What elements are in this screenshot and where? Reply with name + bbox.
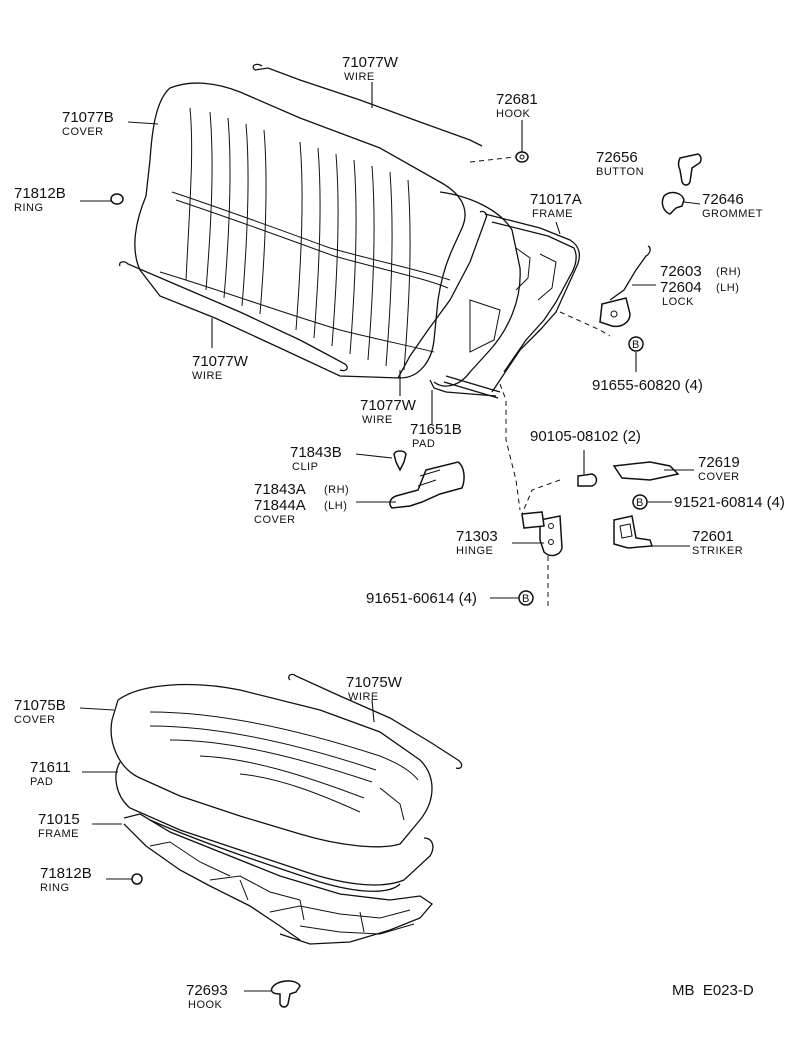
bolt-marker-b-91521: B <box>632 494 648 510</box>
label-part-frame-71015: 71015 <box>38 811 80 828</box>
label-part-cover-lh: 71844A <box>254 497 306 514</box>
label-part-lock-rh: 72603 <box>660 263 702 280</box>
label-part-cover-71077b: 71077B <box>62 109 114 126</box>
seat-cushion-cover-71075b <box>110 683 433 848</box>
label-part-wire-71075w: 71075W <box>346 674 403 691</box>
label-name-button-72656: BUTTON <box>596 166 644 178</box>
label-name-clip-71843b: CLIP <box>292 461 318 473</box>
label-part-cover-rh: 71843A <box>254 481 306 498</box>
label-name-wire-top: WIRE <box>344 71 375 83</box>
seat-back-cover-71077b <box>134 82 466 379</box>
label-part-bolt-91521: 91521-60814 (4) <box>674 494 785 511</box>
label-part-wire-left: 71077W <box>192 353 249 370</box>
grommet-72646 <box>661 191 701 215</box>
label-part-wire-top: 71077W <box>342 54 399 71</box>
seat-cushion-pad-71611 <box>115 761 434 892</box>
button-72656 <box>677 153 702 186</box>
label-name-ring-upper: RING <box>14 202 44 214</box>
label-name-hook-72693: HOOK <box>188 999 223 1011</box>
clip-71843b <box>393 450 407 472</box>
label-name-pad-71611: PAD <box>30 776 53 788</box>
label-name-cover-rh: (RH) <box>324 484 349 496</box>
label-part-grommet-72646: 72646 <box>702 191 744 208</box>
label-part-pad-71611: 71611 <box>30 759 71 776</box>
label-name-hook-72681: HOOK <box>496 108 531 120</box>
label-part-pad-71651b: 71651B <box>410 421 462 438</box>
wire-71077w-top <box>252 63 483 147</box>
screw-90105-08102 <box>577 473 598 487</box>
label-part-lock-lh: 72604 <box>660 279 702 296</box>
label-part-cover-72619: 72619 <box>698 454 740 471</box>
label-part-striker-72601: 72601 <box>692 528 734 545</box>
label-part-bolt-91655: 91655-60820 (4) <box>592 377 703 394</box>
label-name-ring-lower: RING <box>40 882 70 894</box>
label-part-clip-71843b: 71843B <box>290 444 342 461</box>
label-name-cover-71075b: COVER <box>14 714 56 726</box>
label-name-wire-left: WIRE <box>192 370 223 382</box>
hook-72693 <box>270 980 301 1008</box>
label-part-ring-upper: 71812B <box>14 185 66 202</box>
bolt-marker-b-91655: B <box>628 336 644 352</box>
label-name-striker-72601: STRIKER <box>692 545 743 557</box>
seat-cushion-frame-71015 <box>123 813 433 945</box>
label-name-cover-72619: COVER <box>698 471 740 483</box>
label-name-cover-71077b: COVER <box>62 126 104 138</box>
striker-cover-72619 <box>612 461 680 481</box>
label-name-pad-71651b: PAD <box>412 438 435 450</box>
ring-71812b-upper <box>110 193 124 205</box>
label-name-frame-71017a: FRAME <box>532 208 573 220</box>
svg-text:B: B <box>522 593 530 605</box>
label-name-wire-71075w: WIRE <box>348 691 379 703</box>
label-part-cover-71075b: 71075B <box>14 697 66 714</box>
hinge-cover-71843a-71844a <box>389 461 465 509</box>
label-name-lock: LOCK <box>662 296 694 308</box>
bolt-marker-b-91651: B <box>518 590 534 606</box>
label-name-grommet-72646: GROMMET <box>702 208 763 220</box>
hook-72681 <box>515 151 529 163</box>
leader-lines <box>79 82 694 992</box>
seat-back-pad-71651b <box>429 191 521 397</box>
label-part-hook-72681: 72681 <box>496 91 538 108</box>
striker-72601 <box>613 515 654 549</box>
label-name-frame-71015: FRAME <box>38 828 79 840</box>
label-name-lock-rh: (RH) <box>716 266 741 278</box>
label-name-cover: COVER <box>254 514 296 526</box>
wire-71077w-mid <box>397 210 488 379</box>
label-part-bolt-91651: 91651-60614 (4) <box>366 590 477 607</box>
svg-text:B: B <box>632 339 640 351</box>
ring-71812b-lower <box>131 873 143 885</box>
seat-back-frame-71017a <box>443 213 581 399</box>
label-part-ring-lower: 71812B <box>40 865 92 882</box>
lock-72603-72604 <box>599 245 651 328</box>
label-name-hinge-71303: HINGE <box>456 545 493 557</box>
wire-71075w <box>288 673 463 770</box>
label-name-lock-lh: (LH) <box>716 282 739 294</box>
label-part-hinge-71303: 71303 <box>456 528 498 545</box>
label-name-cover-lh: (LH) <box>324 500 347 512</box>
label-part-wire-mid: 71077W <box>360 397 417 414</box>
svg-text:B: B <box>636 497 644 509</box>
label-part-hook-72693: 72693 <box>186 982 228 999</box>
label-name-wire-mid: WIRE <box>362 414 393 426</box>
label-part-frame-71017a: 71017A <box>530 191 582 208</box>
hinge-71303 <box>521 511 563 557</box>
wire-71077w-left <box>118 261 348 372</box>
label-part-screw-90105: 90105-08102 (2) <box>530 428 641 445</box>
label-part-button-72656: 72656 <box>596 149 638 166</box>
diagram-id: MB E023-D <box>672 982 754 999</box>
